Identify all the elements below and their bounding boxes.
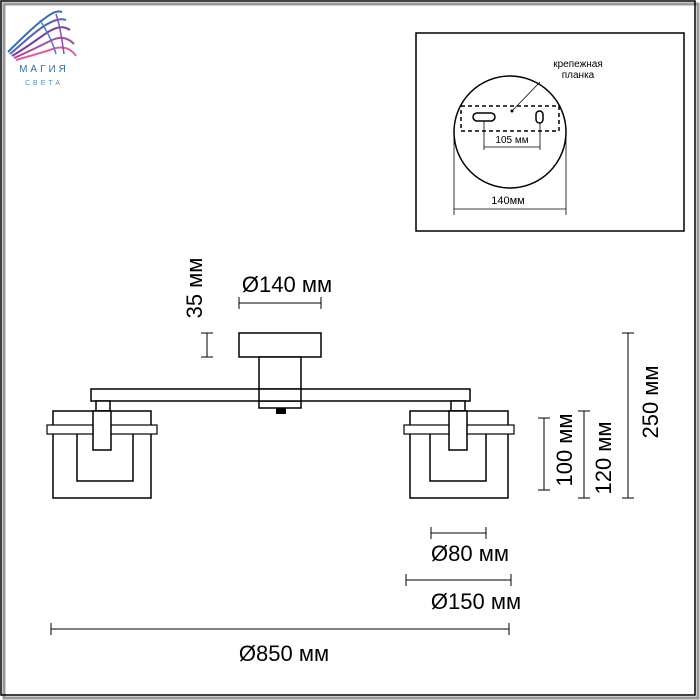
dim-35-label: 35 мм xyxy=(182,258,207,319)
canopy xyxy=(238,332,322,358)
right-lamp-socket xyxy=(448,410,468,451)
left-lamp-mount xyxy=(95,400,111,412)
dim-d80-label: Ø80 мм xyxy=(431,541,509,566)
inset-box xyxy=(415,32,685,232)
column-bottom-cap xyxy=(276,408,286,414)
bracket-label-1: крепежная xyxy=(553,59,603,70)
left-lamp-socket xyxy=(92,410,112,451)
dim-105-label: 105 мм xyxy=(495,135,528,146)
bracket-label-2: планка xyxy=(562,70,595,81)
right-shade-inner xyxy=(429,434,487,482)
logo-brand-sub: СВЕТА xyxy=(24,80,64,87)
right-lamp xyxy=(403,400,515,499)
right-lamp-mount xyxy=(450,400,466,412)
logo-brand-name: МАГИЯ xyxy=(19,64,69,75)
dim-d140-label: Ø140 мм xyxy=(242,272,332,297)
left-shade-inner xyxy=(76,434,134,482)
mounting-bracket xyxy=(460,105,560,132)
dim-d150-label: Ø150 мм xyxy=(431,589,521,614)
dim-140-label: 140мм xyxy=(491,195,524,207)
bracket-leader-line xyxy=(511,81,541,112)
central-column-front xyxy=(258,388,302,402)
dim-250-label: 250 мм xyxy=(638,365,663,438)
left-lamp xyxy=(46,400,158,499)
dim-120-label: 120 мм xyxy=(591,421,616,494)
bracket-slot-right xyxy=(535,110,544,124)
dim-d850-label: Ø850 мм xyxy=(239,641,329,666)
logo-waves-icon xyxy=(7,10,77,61)
dim-100-label: 100 мм xyxy=(552,413,577,486)
